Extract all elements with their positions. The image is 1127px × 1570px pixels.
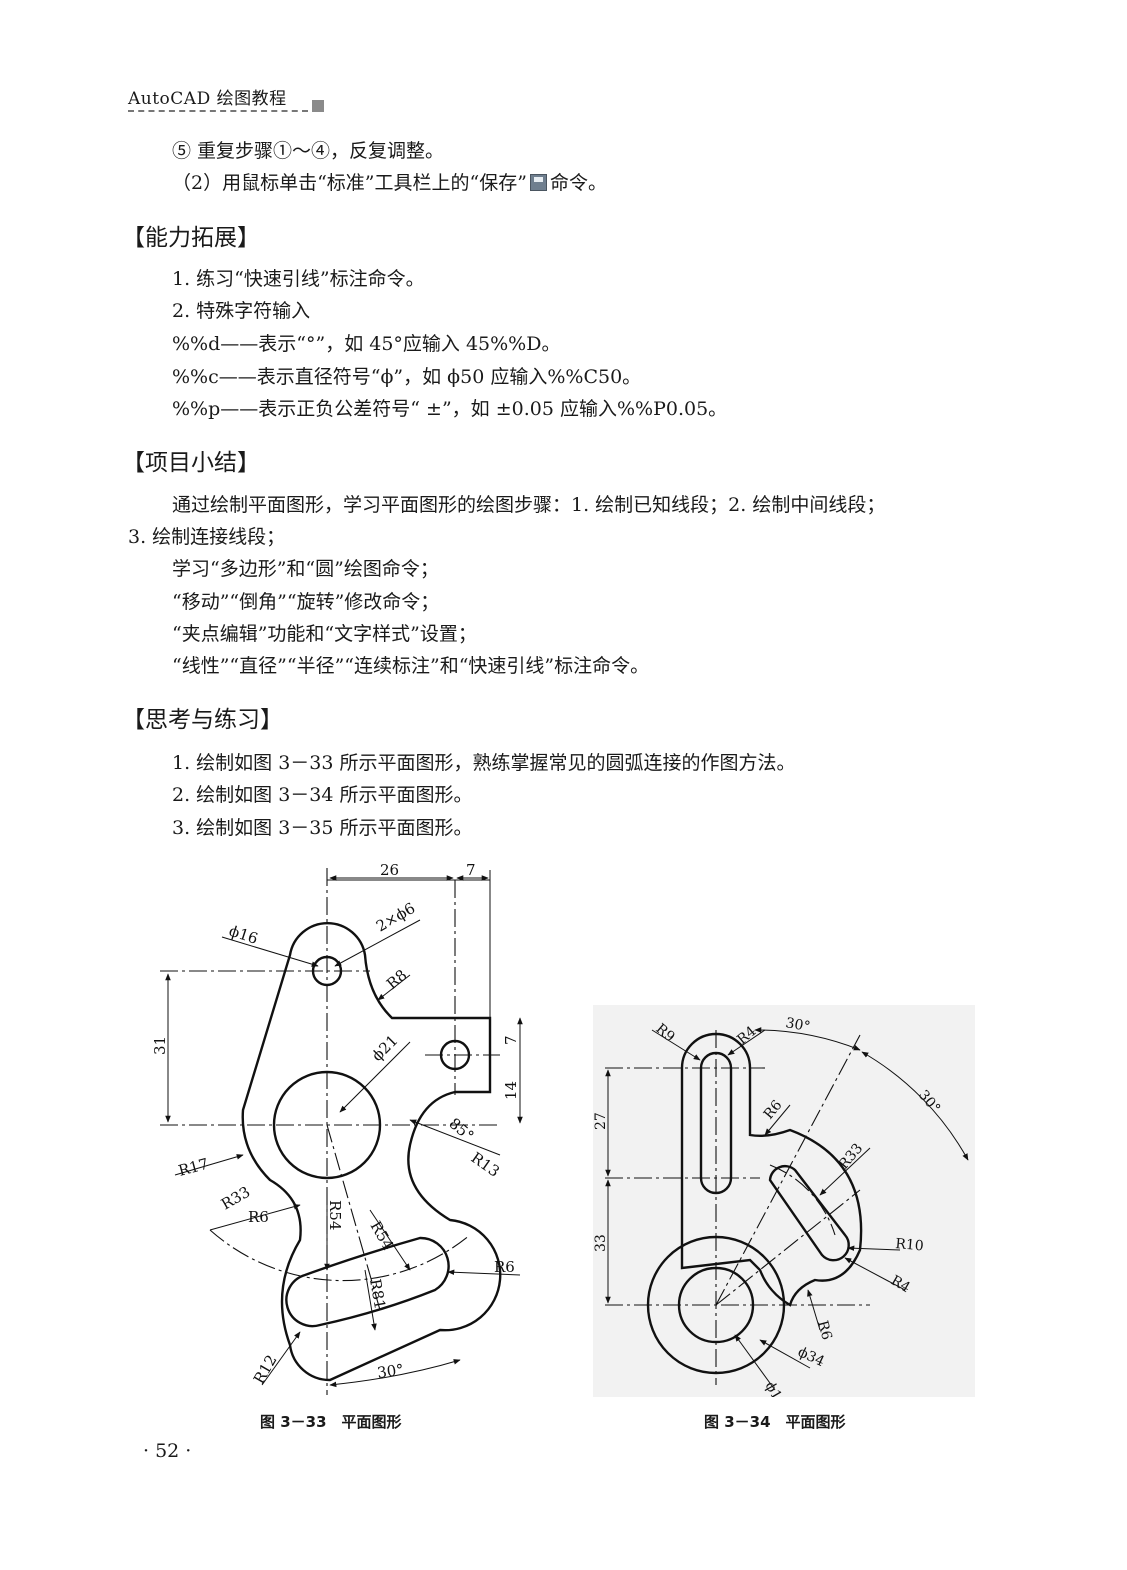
summary-line: 3. 绘制连接线段；	[128, 526, 286, 548]
dim-r81: R81	[366, 1278, 389, 1311]
dim-7: 7	[466, 861, 476, 879]
dim-2x-dia6: 2×ϕ6	[373, 899, 418, 936]
dim-r54-b: R54	[367, 1218, 398, 1253]
dim-r6-bottom: R6	[814, 1319, 835, 1342]
dim-r12: R12	[250, 1352, 281, 1387]
step-2-tail: 命令。	[549, 172, 607, 194]
dim-r33: R33	[836, 1141, 866, 1173]
header-rule	[128, 110, 308, 112]
dim-r4-right: R4	[888, 1273, 913, 1297]
summary-line: “线性”“直径”“半径”“连续标注”和“快速引线”标注命令。	[172, 655, 650, 677]
dim-r4-top: R4	[734, 1023, 759, 1048]
dim-r13: R13	[468, 1149, 503, 1181]
dim-31: 31	[151, 1036, 169, 1055]
dim-r10: R10	[895, 1236, 925, 1254]
figure-3-34-drawing: R9 R4 30° 30° R6 27 R33 33 R10 R4 R6 ϕ34…	[593, 1015, 969, 1397]
running-header: AutoCAD 绘图教程	[128, 89, 287, 109]
summary-line: “夹点编辑”功能和“文字样式”设置；	[172, 623, 477, 645]
dim-7-vertical: 7	[502, 1035, 520, 1045]
step-2-line: （2）用鼠标单击“标准”工具栏上的“保存” 命令。	[172, 170, 607, 196]
floppy-disk-icon	[529, 174, 547, 191]
figure-3-33-drawing: 26 7 ϕ16 2×ϕ6 R8 31 ϕ21 7 14 85° R13 R17…	[151, 861, 523, 1395]
exercise-line: 3. 绘制如图 3－35 所示平面图形。	[172, 817, 473, 839]
summary-line: “移动”“倒角”“旋转”修改命令；	[172, 591, 440, 613]
page-number: · 52 ·	[143, 1440, 192, 1462]
dim-dia16: ϕ16	[227, 922, 260, 948]
dim-r6-left: R6	[248, 1208, 269, 1226]
dim-dia34: ϕ34	[795, 1344, 827, 1370]
section-title-ability: 【能力拓展】	[122, 225, 260, 251]
figure-3-33-caption: 图 3－33 平面图形	[260, 1413, 402, 1431]
exercise-line: 1. 绘制如图 3－33 所示平面图形，熟练掌握常见的圆弧连接的作图方法。	[172, 752, 796, 774]
section-title-exercises: 【思考与练习】	[122, 707, 283, 733]
header-square	[312, 100, 324, 112]
ability-line: 1. 练习“快速引线”标注命令。	[172, 268, 425, 290]
dim-angle-30: 30°	[376, 1360, 405, 1382]
dim-angle-30-right: 30°	[915, 1087, 943, 1116]
summary-line: 通过绘制平面图形，学习平面图形的绘图步骤：1. 绘制已知线段；2. 绘制中间线段…	[172, 494, 886, 516]
dim-dia21: ϕ21	[368, 1031, 401, 1064]
ability-line: %%c——表示直径符号“ϕ”，如 ϕ50 应输入%%C50。	[172, 366, 642, 388]
dim-33: 33	[593, 1234, 609, 1252]
dim-r17: R17	[176, 1155, 210, 1180]
dim-r8: R8	[383, 966, 411, 993]
dim-r6-top: R6	[761, 1097, 786, 1122]
dim-r9: R9	[652, 1021, 677, 1046]
exercise-line: 2. 绘制如图 3－34 所示平面图形。	[172, 784, 473, 806]
dim-angle-85: 85°	[445, 1114, 477, 1145]
dim-r54-a: R54	[326, 1200, 344, 1230]
ability-line: 2. 特殊字符输入	[172, 300, 311, 322]
ability-line: %%d——表示“°”，如 45°应输入 45%%D。	[172, 333, 561, 355]
figure-3-34-caption: 图 3－34 平面图形	[704, 1413, 846, 1431]
dim-dia19: ϕ19	[762, 1379, 790, 1397]
dim-14: 14	[502, 1081, 520, 1100]
ability-line: %%p——表示正负公差符号“ ±”，如 ±0.05 应输入%%P0.05。	[172, 398, 728, 420]
dim-angle-30-top: 30°	[784, 1015, 811, 1035]
step-2-text: （2）用鼠标单击“标准”工具栏上的“保存”	[172, 172, 527, 194]
dim-27: 27	[593, 1112, 609, 1130]
summary-line: 学习“多边形”和“圆”绘图命令；	[172, 558, 439, 580]
dim-r6-right: R6	[494, 1258, 515, 1276]
step-5-line: ⑤ 重复步骤①～④，反复调整。	[172, 140, 445, 162]
dim-26: 26	[380, 861, 399, 879]
section-title-summary: 【项目小结】	[122, 450, 260, 476]
